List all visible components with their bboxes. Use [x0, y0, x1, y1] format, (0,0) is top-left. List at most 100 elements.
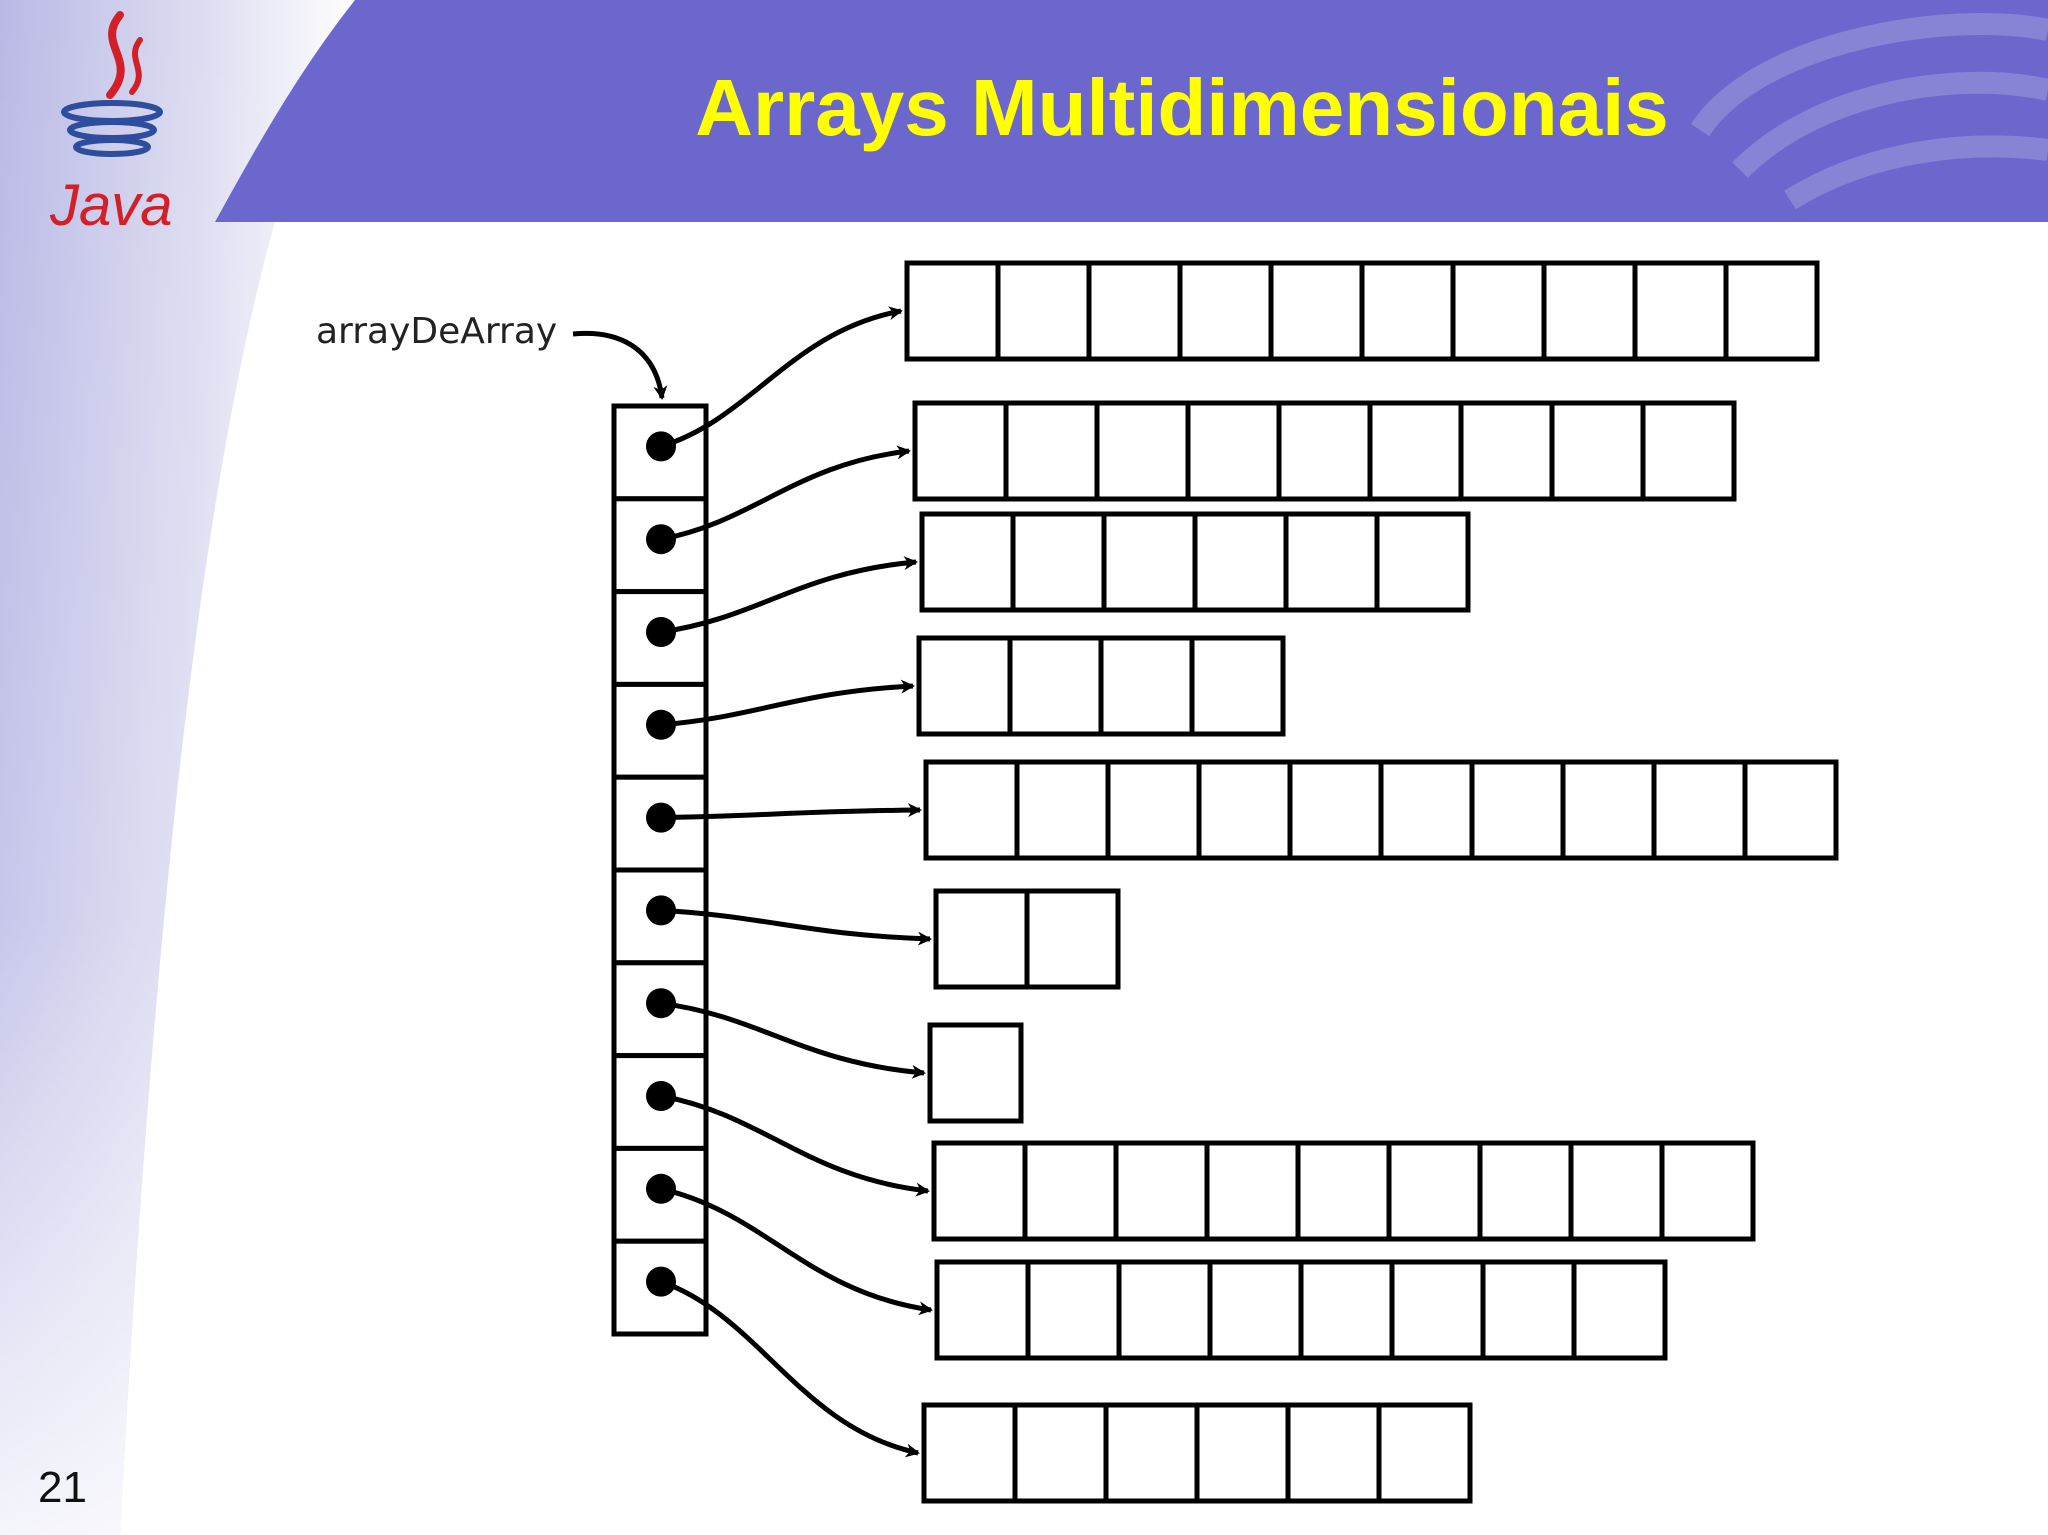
- inner-array-cell: [921, 1402, 1018, 1504]
- inner-array-cell: [1196, 759, 1293, 861]
- inner-array-cell: [912, 400, 1009, 502]
- inner-array-cell: [1298, 1259, 1395, 1361]
- inner-array-cell: [1003, 400, 1100, 502]
- inner-array: [921, 1402, 1473, 1504]
- inner-array-cell: [1469, 759, 1566, 861]
- pointer-arrow: [660, 306, 903, 449]
- outer-array: [611, 403, 709, 1337]
- inner-array-cell: [1386, 1140, 1483, 1242]
- inner-array-cell: [1374, 511, 1471, 613]
- java-logo-text: Java: [49, 173, 173, 238]
- inner-array-cell: [995, 260, 1092, 362]
- inner-array-cell: [931, 1140, 1028, 1242]
- inner-array-cell: [1742, 759, 1839, 861]
- variable-label: arrayDeArray: [316, 311, 557, 352]
- inner-array: [919, 511, 1471, 613]
- inner-array-cell: [1098, 635, 1195, 737]
- inner-array-cell: [1480, 1259, 1577, 1361]
- inner-array-cell: [1285, 1402, 1382, 1504]
- inner-array-cell: [1094, 400, 1191, 502]
- inner-array-cell: [933, 888, 1030, 990]
- pointer-arrow: [660, 1093, 930, 1197]
- inner-array-cell: [1359, 260, 1456, 362]
- inner-array-cell: [1101, 511, 1198, 613]
- pointer-arrow: [660, 679, 915, 728]
- inner-array-cell: [1012, 1402, 1109, 1504]
- inner-array-cell: [1376, 1402, 1473, 1504]
- pointer-arrow: [660, 907, 932, 946]
- inner-array-cell: [1378, 759, 1475, 861]
- inner-array-cell: [1541, 260, 1638, 362]
- slide-title: Arrays Multidimensionais: [695, 63, 1669, 152]
- inner-array-cell: [1268, 260, 1365, 362]
- inner-array-cell: [927, 1022, 1024, 1124]
- inner-array-cell: [1113, 1140, 1210, 1242]
- inner-array-cell: [1192, 511, 1289, 613]
- pointer-arrow: [660, 1186, 933, 1316]
- inner-array-cell: [1086, 260, 1183, 362]
- variable-pointer-arrow: [572, 330, 668, 400]
- outer-array-slot: [611, 496, 709, 595]
- inner-array-cell: [1204, 1140, 1301, 1242]
- inner-array: [933, 888, 1121, 990]
- inner-array-cell: [1103, 1402, 1200, 1504]
- inner-array-cell: [1571, 1259, 1668, 1361]
- inner-array-cell: [1022, 1140, 1119, 1242]
- inner-array-cell: [1116, 1259, 1213, 1361]
- inner-array-cell: [1477, 1140, 1574, 1242]
- inner-array-cell: [1295, 1140, 1392, 1242]
- inner-array-cell: [1659, 1140, 1756, 1242]
- inner-array-cell: [1458, 400, 1555, 502]
- inner-array-cell: [1640, 400, 1737, 502]
- inner-array-cell: [1010, 511, 1107, 613]
- pointer-arrows: [660, 306, 933, 1458]
- pointer-arrow: [660, 556, 918, 635]
- inner-array-cell: [904, 260, 1001, 362]
- inner-array: [931, 1140, 1756, 1242]
- inner-array-cell: [1560, 759, 1657, 861]
- swirl-decoration: [1690, 13, 2048, 210]
- inner-array-cell: [1450, 260, 1547, 362]
- header-band: [215, 0, 2048, 222]
- inner-array: [923, 759, 1839, 861]
- inner-array-cell: [1651, 759, 1748, 861]
- inner-array-cell: [934, 1259, 1031, 1361]
- java-logo: Java: [49, 11, 173, 238]
- inner-array-cell: [1287, 759, 1384, 861]
- pointer-arrow: [660, 1000, 926, 1079]
- inner-array-cell: [1723, 260, 1820, 362]
- pointer-arrow: [660, 803, 922, 821]
- inner-array-cell: [1105, 759, 1202, 861]
- pointer-arrow: [660, 445, 911, 542]
- outer-array-slot: [611, 1238, 709, 1337]
- inner-array-cell: [919, 511, 1016, 613]
- inner-array-cell: [923, 759, 1020, 861]
- inner-array-cell: [1568, 1140, 1665, 1242]
- page-number: 21: [38, 1463, 87, 1512]
- inner-array-cell: [1007, 635, 1104, 737]
- inner-array-cell: [1014, 759, 1111, 861]
- inner-array: [912, 400, 1737, 502]
- inner-array-cell: [1549, 400, 1646, 502]
- inner-array-cell: [1177, 260, 1274, 362]
- inner-array: [934, 1259, 1668, 1361]
- inner-array-cell: [1185, 400, 1282, 502]
- inner-array-cell: [1189, 635, 1286, 737]
- inner-array-cell: [1367, 400, 1464, 502]
- inner-array-cell: [916, 635, 1013, 737]
- inner-arrays: [904, 260, 1839, 1504]
- inner-array: [927, 1022, 1024, 1124]
- inner-array: [916, 635, 1286, 737]
- inner-array-cell: [1207, 1259, 1304, 1361]
- inner-array-cell: [1389, 1259, 1486, 1361]
- inner-array-cell: [1194, 1402, 1291, 1504]
- inner-array-cell: [1024, 888, 1121, 990]
- inner-array-cell: [1276, 400, 1373, 502]
- inner-array-cell: [1283, 511, 1380, 613]
- side-band-fade: [0, 0, 360, 1535]
- pointer-arrow: [660, 1279, 920, 1458]
- inner-array-cell: [1025, 1259, 1122, 1361]
- inner-array: [904, 260, 1820, 362]
- inner-array-cell: [1632, 260, 1729, 362]
